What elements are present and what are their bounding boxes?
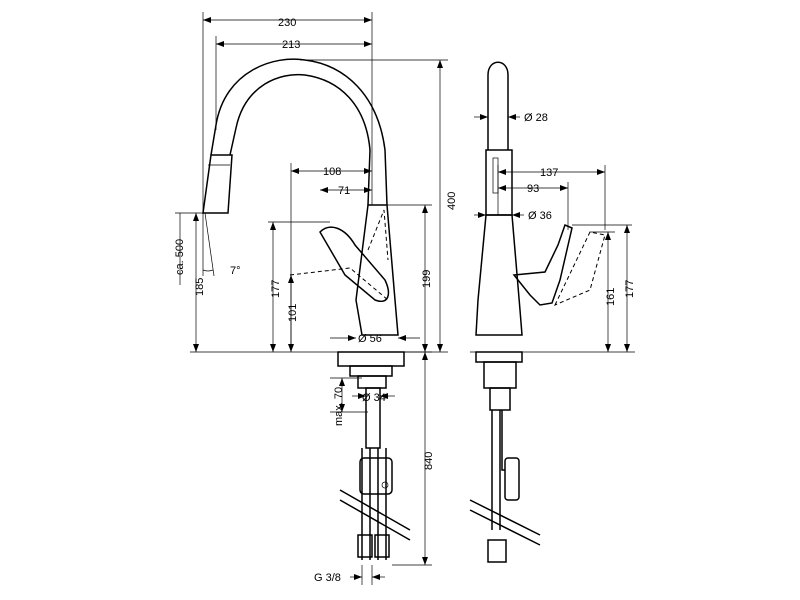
dim-g38: G 3/8 — [314, 572, 341, 584]
spout-inner — [229, 73, 371, 206]
base-plate — [337, 351, 405, 367]
lever-swing-dashed — [289, 267, 389, 301]
dim-400: 400 — [446, 192, 458, 210]
countertop — [339, 489, 411, 541]
dim-7-deg: 7° — [230, 265, 241, 277]
side-dimensions: Ø 28 137 93 Ø 36 161 177 — [470, 112, 636, 353]
side-dim-177: 177 — [624, 280, 636, 298]
spout-outer — [210, 58, 388, 206]
dim-213: 213 — [282, 39, 300, 51]
side-hose-weight — [504, 457, 520, 501]
dim-185: 185 — [194, 278, 206, 296]
lever-handle — [319, 226, 390, 302]
dim-108: 108 — [323, 166, 341, 178]
side-dim-137: 137 — [540, 167, 558, 179]
front-dimensions: 230 213 108 71 400 199 177 101 ca. 500 — [174, 12, 458, 585]
side-dim-161: 161 — [605, 288, 617, 306]
hose-weight — [359, 457, 393, 495]
dim-d56: Ø 56 — [358, 333, 382, 345]
side-spout — [487, 61, 509, 150]
dim-840: 840 — [423, 452, 435, 470]
dim-101: 101 — [287, 304, 299, 322]
dim-71: 71 — [338, 185, 350, 197]
dim-d34: Ø 34 — [362, 392, 386, 404]
dim-199: 199 — [421, 270, 433, 288]
spray-head — [202, 154, 233, 214]
dim-230: 230 — [278, 17, 296, 29]
hose-left — [361, 448, 371, 560]
side-lever — [512, 223, 573, 306]
hose-right — [377, 448, 387, 560]
side-dim-d36: Ø 36 — [528, 210, 552, 222]
front-view — [202, 58, 411, 560]
side-view — [469, 61, 606, 563]
dim-max-70: max. 70 — [333, 387, 345, 426]
side-spray-head — [485, 149, 513, 216]
side-dim-93: 93 — [527, 183, 539, 195]
dim-177: 177 — [270, 280, 282, 298]
side-dim-d28: Ø 28 — [524, 112, 548, 124]
dim-ca-500: ca. 500 — [174, 239, 186, 275]
shank — [365, 387, 381, 449]
